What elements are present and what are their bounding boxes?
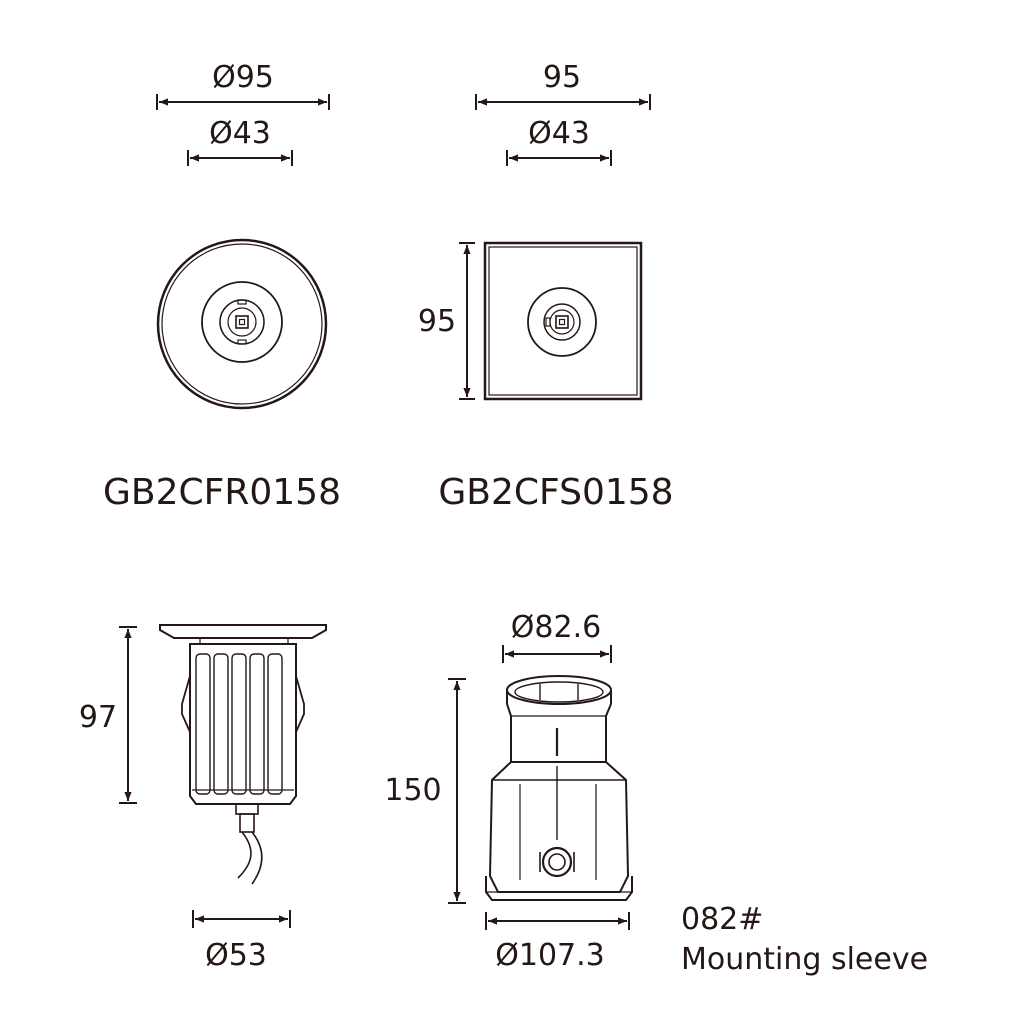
- square-outer-dimension: 95: [475, 60, 651, 110]
- cable-gland: [235, 803, 259, 815]
- sleeve-base: [485, 876, 633, 901]
- sleeve-height-dimension: 150: [384, 678, 466, 904]
- fixture-height-dimension: 97: [79, 626, 137, 804]
- round-top-view: Ø95 Ø43 GB2CFR0158: [103, 60, 341, 513]
- round-model-code: GB2CFR0158: [103, 472, 341, 513]
- round-lens-ring: [201, 281, 283, 363]
- square-side-dim-label: 95: [418, 304, 456, 339]
- sleeve-base-dimension: Ø107.3: [485, 912, 630, 973]
- square-outer-dim-label: 95: [543, 60, 581, 95]
- square-faceplate: [483, 241, 643, 401]
- round-outer-dimension: Ø95: [156, 60, 330, 110]
- square-inner-dim-label: Ø43: [528, 116, 590, 151]
- round-inner-dimension: Ø43: [187, 116, 293, 166]
- square-top-view: 95 Ø43 95 GB2CFS0158: [418, 60, 674, 513]
- mounting-sleeve-view: Ø82.6 150 Ø107.3: [384, 610, 928, 977]
- fixture-height-dim-label: 97: [79, 700, 117, 735]
- sleeve-height-dim-label: 150: [384, 773, 441, 808]
- square-inner-dimension: Ø43: [506, 116, 612, 166]
- power-cable: [237, 831, 252, 879]
- round-inner-dim-label: Ø43: [209, 116, 271, 151]
- fixture-body-dim-label: Ø53: [205, 938, 267, 973]
- square-led-chip: [555, 315, 569, 329]
- fixture-body: [189, 643, 297, 805]
- round-outer-dim-label: Ø95: [212, 60, 274, 95]
- square-model-code: GB2CFS0158: [438, 472, 673, 513]
- fixture-side-view: 97 Ø53: [79, 624, 327, 973]
- sleeve-neck: [506, 703, 612, 763]
- sleeve-top-dimension: Ø82.6: [502, 610, 612, 663]
- round-faceplate: [156, 238, 328, 410]
- fixture-body-dimension: Ø53: [192, 910, 291, 973]
- square-lens-ring: [527, 287, 597, 357]
- sleeve-body: [488, 761, 630, 893]
- sleeve-rim: [506, 675, 612, 705]
- sleeve-description: Mounting sleeve: [681, 942, 928, 977]
- round-led-chip: [235, 315, 249, 329]
- sleeve-cable-port: [541, 846, 573, 878]
- sleeve-base-dim-label: Ø107.3: [495, 938, 605, 973]
- fixture-flange: [159, 624, 327, 639]
- sleeve-top-dim-label: Ø82.6: [511, 610, 601, 645]
- sleeve-part-number: 082#: [681, 902, 763, 937]
- square-side-dimension: 95: [418, 242, 475, 400]
